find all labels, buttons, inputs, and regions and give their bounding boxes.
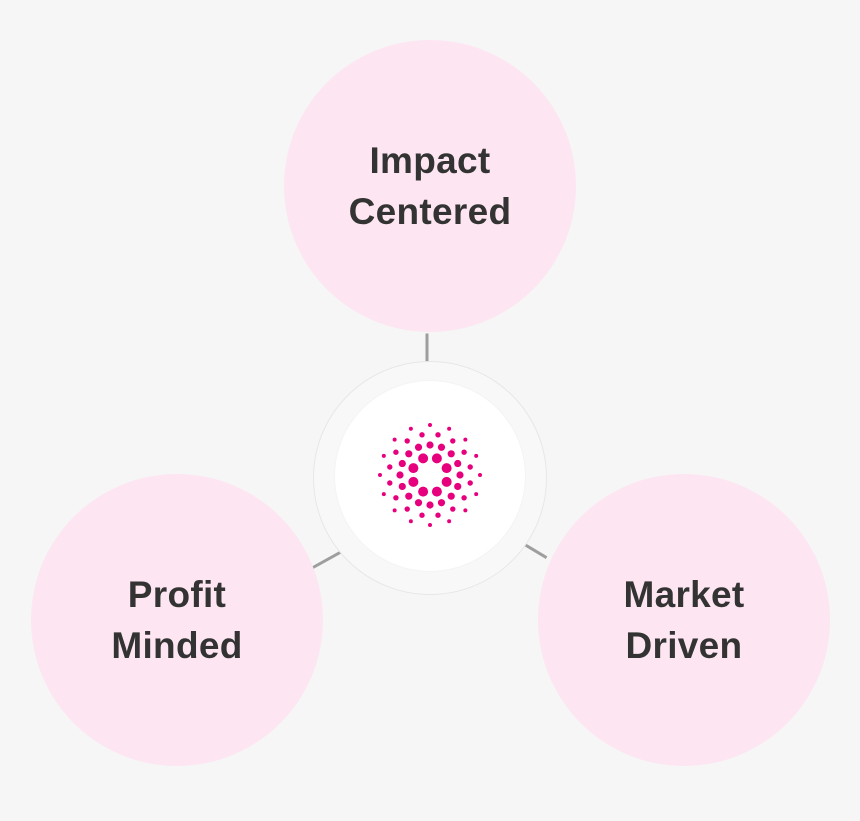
logo-dot — [426, 441, 434, 449]
logo-dot — [405, 450, 413, 458]
logo-dot — [392, 437, 397, 442]
logo-dot — [398, 482, 406, 491]
logo-dot — [396, 471, 404, 479]
logo-dot — [474, 492, 479, 497]
logo-dot — [408, 519, 413, 524]
logo-dot — [461, 495, 467, 501]
logo-dot — [408, 463, 419, 474]
center-hub — [335, 381, 525, 571]
logo-dot — [463, 437, 468, 442]
logo-dot — [447, 450, 455, 458]
logo-dot — [461, 449, 467, 455]
logo-dot — [414, 499, 423, 507]
node-label-line: Profit — [127, 574, 227, 615]
logo-dot — [450, 438, 456, 444]
node-label-profit-minded: Profit Minded — [111, 569, 242, 671]
logo-dot — [456, 471, 464, 479]
node-impact-centered: Impact Centered — [284, 40, 576, 332]
logo-dot — [419, 432, 425, 438]
logo-dot — [447, 519, 452, 524]
logo-dot — [419, 512, 425, 518]
logo-dot — [381, 492, 386, 497]
logo-dot — [454, 459, 462, 468]
node-profit-minded: Profit Minded — [31, 474, 323, 766]
logo-dot — [435, 512, 441, 518]
logo-dot — [404, 438, 410, 444]
logo-dot — [405, 492, 413, 500]
logo-dot — [467, 464, 473, 470]
node-label-line: Minded — [111, 625, 243, 666]
logo-dot — [437, 499, 446, 507]
logo-dot — [418, 486, 429, 497]
logo-dot — [474, 453, 479, 458]
logo-dot — [381, 453, 386, 458]
logo-dot — [467, 480, 473, 486]
logo-dot — [378, 473, 382, 477]
node-label-line: Impact — [369, 140, 491, 181]
node-label-impact-centered: Impact Centered — [349, 135, 512, 237]
logo-dot — [387, 480, 393, 486]
logo-dot — [437, 443, 446, 451]
node-market-driven: Market Driven — [538, 474, 830, 766]
logo-dot — [393, 495, 399, 501]
logo-dot — [398, 459, 406, 468]
logo-dot — [428, 423, 432, 427]
radial-dots-logo-icon — [378, 423, 482, 527]
node-label-line: Driven — [625, 625, 743, 666]
logo-dot — [447, 492, 455, 500]
logo-dot — [387, 464, 393, 470]
logo-dot — [428, 523, 432, 527]
logo-dot — [447, 426, 452, 431]
logo-dot — [454, 482, 462, 491]
logo-dot — [418, 453, 429, 464]
logo-dot — [431, 486, 442, 497]
logo-dot — [431, 453, 442, 464]
logo-dot — [441, 476, 452, 487]
logo-dot — [478, 473, 482, 477]
logo-dot — [435, 432, 441, 438]
node-label-line: Market — [623, 574, 745, 615]
logo-dot — [393, 449, 399, 455]
logo-dot — [426, 501, 434, 509]
logo-dot — [414, 443, 423, 451]
logo-dot — [392, 508, 397, 513]
logo-dot — [404, 506, 410, 512]
logo-dot — [408, 476, 419, 487]
logo-dot — [463, 508, 468, 513]
logo-dot — [441, 463, 452, 474]
node-label-market-driven: Market Driven — [623, 569, 744, 671]
node-label-line: Centered — [348, 191, 512, 232]
logo-dot — [408, 426, 413, 431]
logo-dot — [450, 506, 456, 512]
